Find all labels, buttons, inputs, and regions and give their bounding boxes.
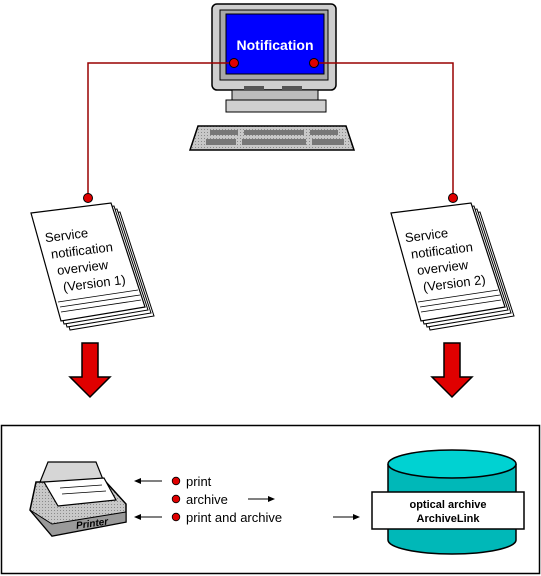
archive-label-line-1: optical archive xyxy=(409,499,486,511)
option-bullet xyxy=(171,512,181,522)
monitor-screen xyxy=(225,13,325,75)
option-archive: archive xyxy=(186,492,228,507)
archive-label-line-2: ArchiveLink xyxy=(417,513,481,525)
computer-icon: Notification xyxy=(188,3,356,151)
printer-label: Printer xyxy=(75,516,110,532)
document-1-line-3: overview xyxy=(56,257,109,278)
down-arrow-left-icon xyxy=(68,342,112,399)
option-bullet xyxy=(171,494,181,504)
document-2-line-3: overview xyxy=(416,257,469,278)
option-print: print xyxy=(186,474,212,489)
document-version-1: Service notification overview (Version 1… xyxy=(30,202,155,331)
document-1-line-1: Service xyxy=(44,225,89,245)
connector-left xyxy=(83,58,239,203)
document-2-line-1: Service xyxy=(404,225,449,245)
archive-database-icon: optical archive ArchiveLink xyxy=(371,449,525,555)
down-arrow-right-icon xyxy=(430,342,474,399)
output-options: print archive print and archive xyxy=(134,474,360,525)
connector-right xyxy=(309,58,458,203)
option-bullet xyxy=(171,476,181,486)
printer-icon: Printer xyxy=(29,461,127,537)
archive-label-box xyxy=(371,491,525,530)
monitor-screen-label: Notification xyxy=(237,37,314,53)
option-print-and-archive: print and archive xyxy=(186,510,282,525)
document-version-2: Service notification overview (Version 2… xyxy=(390,202,515,331)
